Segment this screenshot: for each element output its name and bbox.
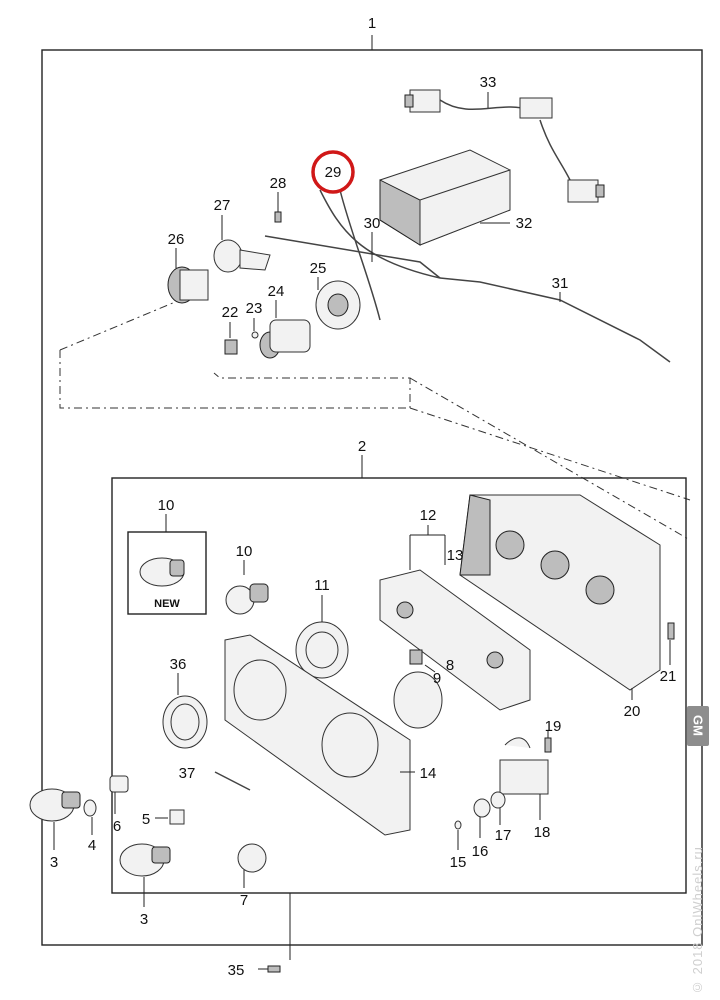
knob-10 <box>225 560 269 615</box>
dial-25 <box>315 277 361 330</box>
label-23: 23 <box>246 300 263 317</box>
nut-15-17 <box>454 791 506 850</box>
screw-28 <box>274 192 282 223</box>
faceplate-36 <box>162 673 208 749</box>
label-7: 7 <box>240 892 248 909</box>
spring-9 <box>409 649 436 673</box>
label-6: 6 <box>113 818 121 835</box>
label-9: 9 <box>433 670 441 687</box>
control-module-32 <box>379 149 511 246</box>
spring-22 <box>224 322 238 355</box>
label-10-new: 10 <box>158 497 175 514</box>
knob-26 <box>167 248 209 304</box>
knob-24 <box>259 300 311 359</box>
watermark: © 2018 OnlWheels.ru <box>690 846 705 995</box>
harness-33 <box>404 89 605 203</box>
washer-23 <box>251 318 259 339</box>
label-21: 21 <box>660 668 677 685</box>
label-30: 30 <box>364 215 381 232</box>
label-14: 14 <box>420 765 437 782</box>
label-5: 5 <box>142 811 150 828</box>
side-badge: GM <box>687 706 709 746</box>
label-22: 22 <box>222 304 239 321</box>
upper-group-outline <box>59 350 411 409</box>
label-25: 25 <box>310 260 327 277</box>
socket-6 <box>109 775 129 814</box>
label-20: 20 <box>624 703 641 720</box>
label-27: 27 <box>214 197 231 214</box>
lower-frame <box>111 455 687 894</box>
bulb-5 <box>155 809 185 825</box>
label-13: 13 <box>447 547 464 564</box>
washer-4 <box>83 799 97 835</box>
label-3b: 3 <box>140 911 148 928</box>
cables-29-31 <box>264 189 671 363</box>
label-10: 10 <box>236 543 253 560</box>
label-12: 12 <box>420 507 437 524</box>
label-33: 33 <box>480 74 497 91</box>
screw-21 <box>667 622 675 665</box>
new-badge: NEW <box>154 598 180 610</box>
screw-35 <box>258 893 291 973</box>
lever-37 <box>214 771 251 791</box>
highlight-circle <box>311 150 355 194</box>
label-8: 8 <box>446 657 454 674</box>
knob-7 <box>237 843 267 888</box>
part-labels: 1 33 28 29 27 30 32 26 25 31 24 23 22 2 … <box>50 15 677 979</box>
upper-frame <box>41 35 703 946</box>
label-37: 37 <box>179 765 196 782</box>
label-15: 15 <box>450 854 467 871</box>
label-32: 32 <box>516 215 533 232</box>
bezel-11 <box>295 595 349 679</box>
plate-12 <box>379 525 531 711</box>
new-part-box <box>127 514 207 615</box>
label-19: 19 <box>545 718 562 735</box>
screw-19 <box>544 730 552 753</box>
label-16: 16 <box>472 843 489 860</box>
label-28: 28 <box>270 175 287 192</box>
knob-3b <box>119 843 171 907</box>
label-2: 2 <box>358 438 366 455</box>
label-36: 36 <box>170 656 187 673</box>
label-1: 1 <box>368 15 376 32</box>
label-35: 35 <box>228 962 245 979</box>
switch-18 <box>499 737 549 820</box>
label-26: 26 <box>168 231 185 248</box>
label-17: 17 <box>495 827 512 844</box>
front-panel-14 <box>224 634 443 836</box>
knob-3a <box>29 788 81 850</box>
label-3a: 3 <box>50 854 58 871</box>
rear-housing-20 <box>459 494 661 700</box>
label-24: 24 <box>268 283 285 300</box>
label-11: 11 <box>314 577 330 594</box>
label-18: 18 <box>534 824 551 841</box>
label-4: 4 <box>88 837 96 854</box>
bracket-27 <box>213 215 271 273</box>
label-31: 31 <box>552 275 569 292</box>
label-29: 29 <box>325 164 342 181</box>
